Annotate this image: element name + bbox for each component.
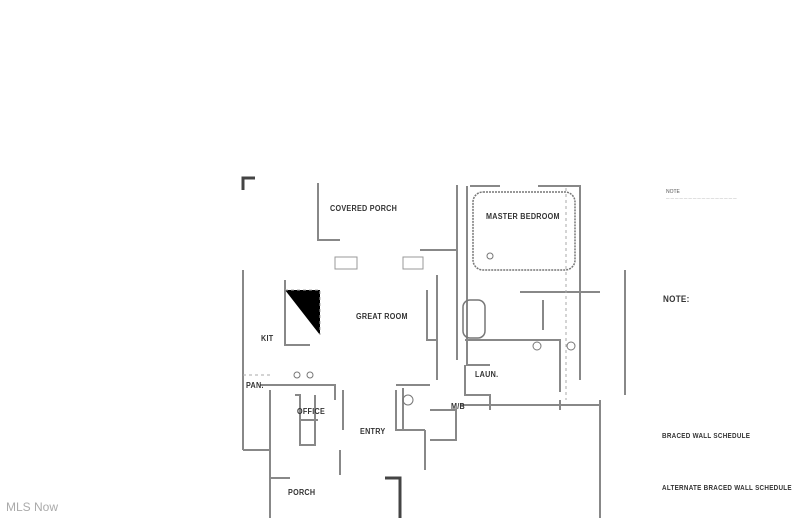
braced-wall-schedule-heading: BRACED WALL SCHEDULE bbox=[662, 433, 751, 440]
room-label-covered-porch: COVERED PORCH bbox=[330, 204, 398, 213]
room-label-great-room: GREAT ROOM bbox=[356, 312, 408, 321]
note-label: NOTE bbox=[666, 189, 680, 195]
alternate-braced-wall-schedule-heading: ALTERNATE BRACED WALL SCHEDULE bbox=[662, 485, 792, 492]
room-label-kitchen: KIT bbox=[261, 334, 274, 343]
room-label-laundry: LAUN. bbox=[475, 370, 499, 379]
note-text: — — — — — — — — — — — — — — — — bbox=[666, 196, 737, 200]
note-heading: NOTE: bbox=[663, 294, 690, 304]
room-label-entry: ENTRY bbox=[360, 427, 386, 436]
room-label-porch: PORCH bbox=[288, 488, 316, 497]
room-label-office: OFFICE bbox=[297, 407, 326, 416]
watermark: MLS Now bbox=[6, 500, 59, 514]
room-label-master-bedroom: MASTER BEDROOM bbox=[486, 212, 560, 221]
room-label-pantry: PAN. bbox=[246, 381, 264, 390]
room-label-bath: M/B bbox=[451, 402, 466, 411]
